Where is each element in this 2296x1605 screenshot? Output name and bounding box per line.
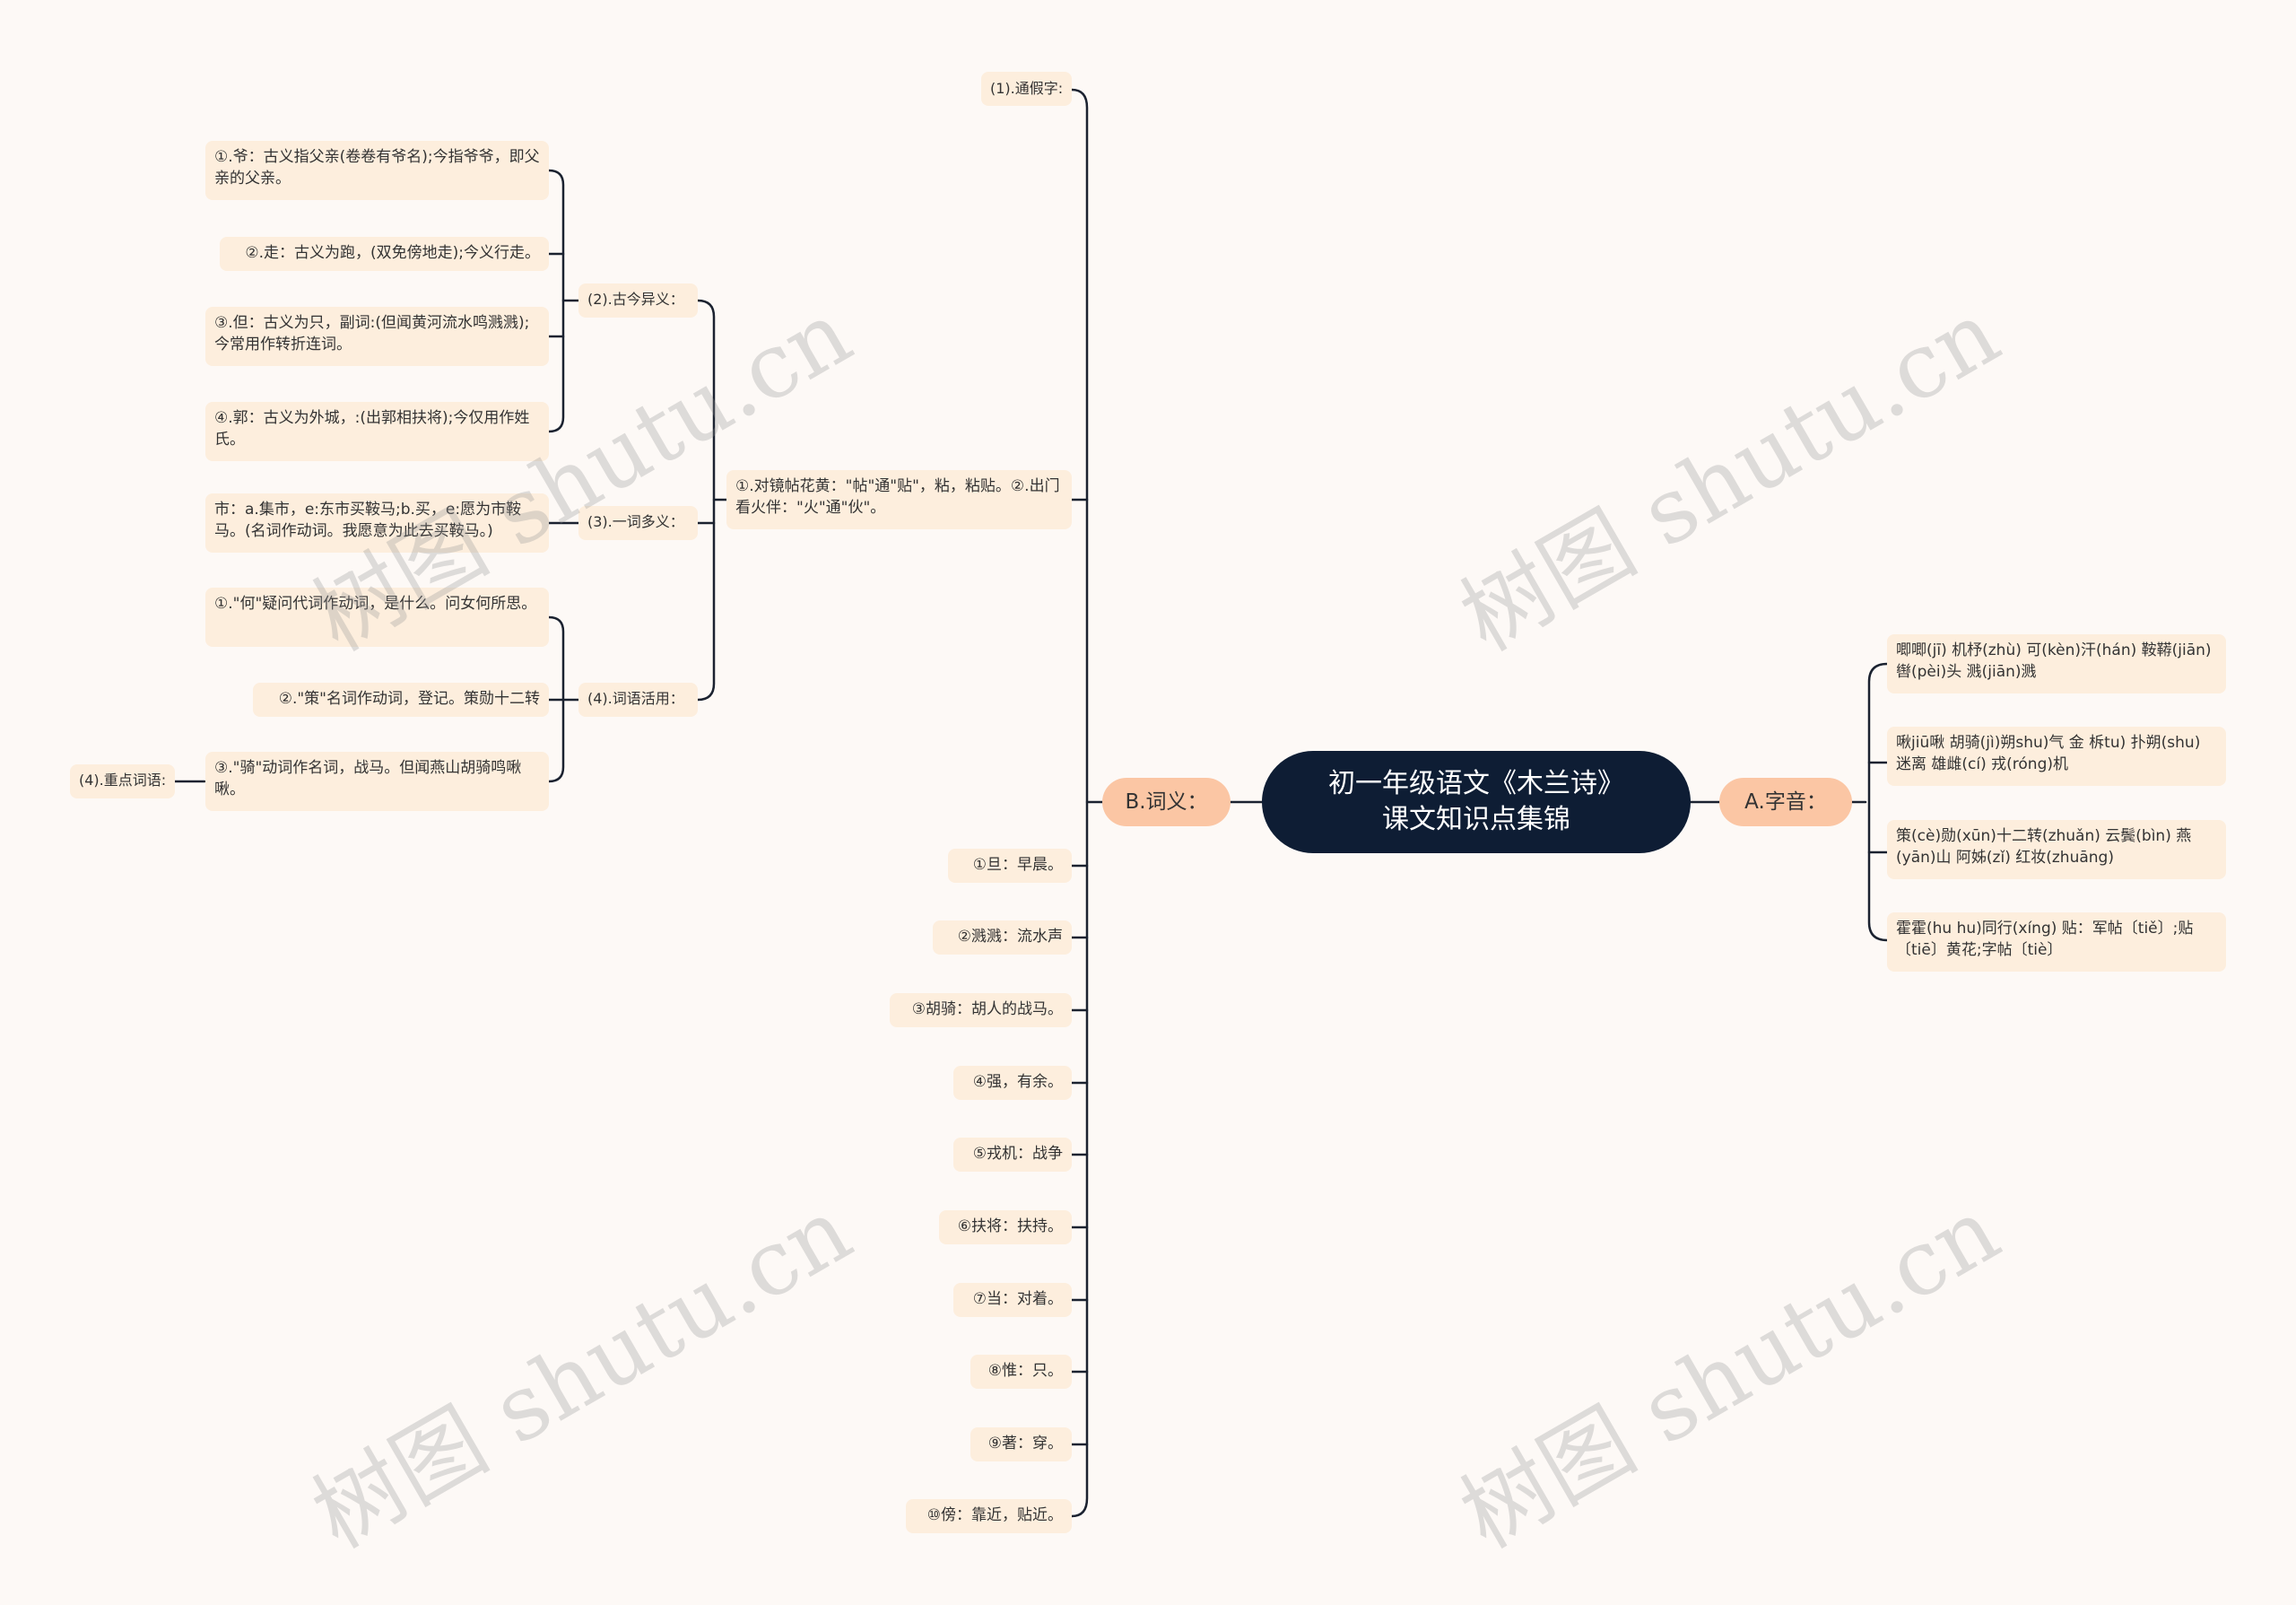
root-topic[interactable]: 初一年级语文《木兰诗》 课文知识点集锦 (1262, 751, 1691, 853)
ancient-modern-item[interactable]: ④.郭：古义为外城，:(出郭相扶将);今仅用作姓氏。 (205, 402, 549, 461)
pronunciation-item[interactable]: 唧唧(jī) 机杼(zhù) 可(kèn)汗(hán) 鞍鞯(jiān) 辔(p… (1887, 634, 2226, 693)
pronunciation-item[interactable]: 啾jiū啾 胡骑(jì)朔shu)气 金 柝tu) 扑朔(shu) 迷离 雄雌(… (1887, 727, 2226, 786)
usage-item[interactable]: ①."何"疑问代词作动词，是什么。问女何所思。 (205, 588, 549, 647)
meaning-item[interactable]: ⑩傍：靠近，贴近。 (906, 1499, 1072, 1533)
root-title-line1: 初一年级语文《木兰诗》 (1328, 768, 1624, 799)
ancient-modern-item[interactable]: ③.但：古义为只，副词:(但闻黄河流水鸣溅溅);今常用作转折连词。 (205, 307, 549, 366)
pronunciation-item[interactable]: 霍霍(hu hu)同行(xíng) 贴：军帖〔tiě〕;贴〔tiē〕黄花;字帖〔… (1887, 912, 2226, 972)
meaning-item[interactable]: ②溅溅：流水声 (933, 920, 1072, 955)
meaning-item[interactable]: ⑧惟：只。 (970, 1355, 1072, 1389)
root-title-line2: 课文知识点集锦 (1382, 804, 1570, 835)
meaning-item[interactable]: ⑨著：穿。 (970, 1427, 1072, 1461)
ancient-modern-item[interactable]: ①.爷：古义指父亲(卷卷有爷名);今指爷爷，即父亲的父亲。 (205, 141, 549, 200)
meaning-item[interactable]: ④强，有余。 (953, 1066, 1072, 1100)
category-polysemy[interactable]: (3).一词多义： (578, 506, 698, 540)
category-usage[interactable]: (4).词语活用： (578, 683, 698, 717)
meaning-item[interactable]: ③胡骑：胡人的战马。 (890, 993, 1072, 1027)
meaning-item-tongjiazi[interactable]: (1).通假字: (981, 72, 1072, 106)
meaning-item[interactable]: ⑦当：对着。 (953, 1283, 1072, 1317)
usage-item[interactable]: ②."策"名词作动词，登记。策勋十二转 (253, 683, 549, 717)
branch-meaning[interactable]: B.词义： (1102, 778, 1231, 826)
meaning-item-tie-huo[interactable]: ①.对镜帖花黄："帖"通"贴"，粘，粘贴。②.出门看火伴："火"通"伙"。 (726, 470, 1072, 529)
meaning-item[interactable]: ⑥扶将：扶持。 (939, 1210, 1072, 1244)
usage-item[interactable]: ③."骑"动词作名词，战马。但闻燕山胡骑鸣啾啾。 (205, 752, 549, 811)
meaning-item[interactable]: ①旦：早晨。 (948, 849, 1072, 883)
meaning-item[interactable]: ⑤戎机：战争 (953, 1138, 1072, 1172)
branch-pronunciation[interactable]: A.字音： (1719, 778, 1852, 826)
category-ancient-modern[interactable]: (2).古今异义： (578, 283, 698, 318)
polysemy-item[interactable]: 市：a.集市，e:东市买鞍马;b.买，e:愿为市鞍马。(名词作动词。我愿意为此去… (205, 493, 549, 553)
category-key-words[interactable]: (4).重点词语: (70, 764, 175, 798)
pronunciation-item[interactable]: 策(cè)勋(xūn)十二转(zhuǎn) 云鬓(bìn) 燕(yān)山 阿姊… (1887, 820, 2226, 879)
ancient-modern-item[interactable]: ②.走：古义为跑，(双免傍地走);今义行走。 (220, 237, 549, 271)
